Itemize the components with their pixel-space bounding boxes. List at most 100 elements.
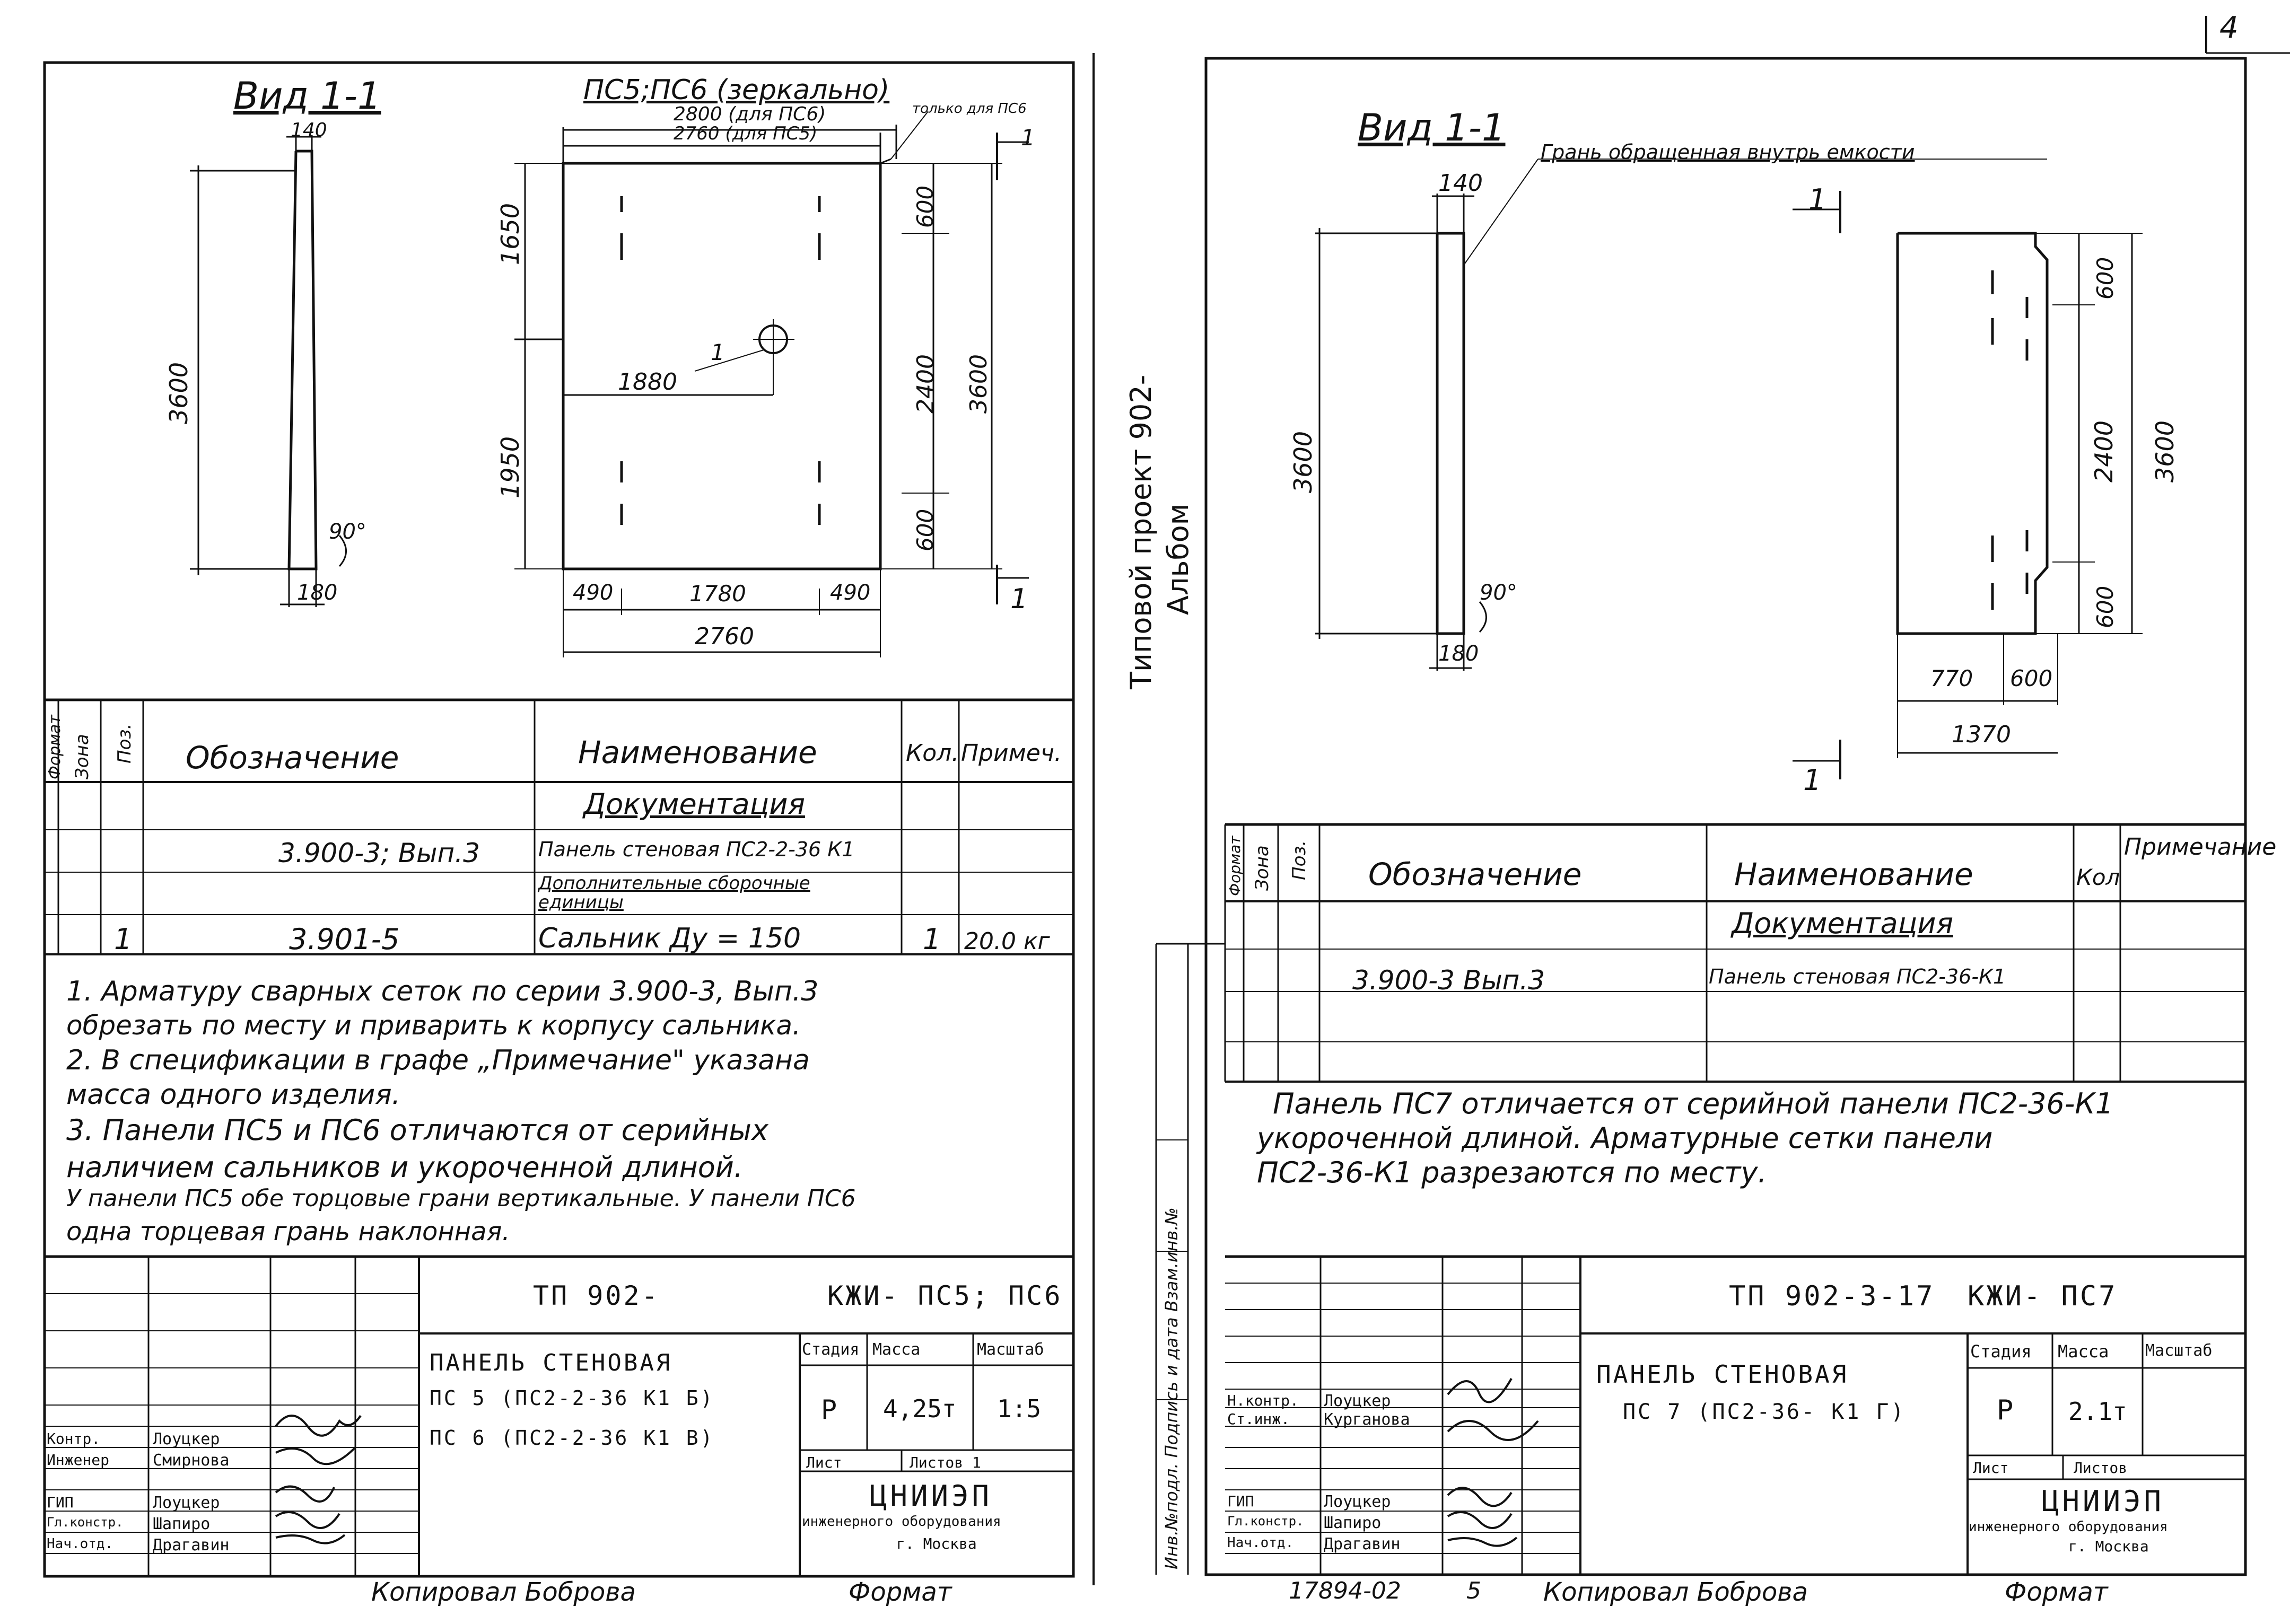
left-only-for-ps6: только для ПС6 (912, 101, 1027, 117)
left-spec-header-zone: Зона (72, 734, 93, 779)
right-dim-770: 770 (1930, 665, 1973, 691)
left-note-line-1: 1. Арматуру сварных сеток по серии 3.900… (66, 976, 819, 1007)
right-dim-600-top: 600 (2092, 257, 2118, 300)
left-dim-2760-top: 2760 (для ПС5) (674, 123, 818, 144)
right-tb-role-4: Гл.констр. (1227, 1514, 1304, 1529)
right-tb-role-2: Ст.инж. (1227, 1410, 1290, 1428)
left-panels-title: ПС5;ПС6 (зеркально) (583, 74, 890, 106)
right-tb-project-code: ТП 902-3-17 (1729, 1280, 1935, 1312)
left-dim-140: 140 (291, 119, 327, 141)
right-tb-mass: 2.1т (2068, 1397, 2127, 1426)
left-spec-row2-pos: 1 (114, 923, 133, 956)
left-tb-name-role-2: Смирнова (153, 1451, 230, 1470)
left-gland-callout: 1 (711, 339, 725, 365)
left-note-line-4: масса одного изделия. (66, 1079, 401, 1111)
left-tb-scale: 1:5 (997, 1394, 1042, 1423)
left-dim-2800: 2800 (для ПС6) (674, 103, 826, 125)
right-spec-header-designation: Обозначение (1368, 856, 1582, 892)
right-tb-role-1: Н.контр. (1227, 1392, 1299, 1409)
left-footer-copied: Копировал Боброва (371, 1577, 636, 1607)
left-dim-1880: 1880 (618, 368, 677, 396)
right-tb-name-1: ПАНЕЛЬ СТЕНОВАЯ (1596, 1360, 1849, 1389)
left-tb-mass: 4,25т (883, 1394, 957, 1423)
left-section-mark-top: 1 (1021, 125, 1035, 151)
right-spec-header-pos: Поз. (1289, 840, 1310, 880)
right-dim-180: 180 (1438, 642, 1479, 666)
right-footer-copied: Копировал Боброва (1543, 1577, 1808, 1607)
right-note-line-3: ПС2-36-К1 разрезаются по месту. (1257, 1156, 1767, 1189)
right-tb-doc-code: КЖИ- ПС7 (1968, 1280, 2118, 1312)
right-view-title: Вид 1-1 (1358, 106, 1506, 150)
left-spec-section-extra: Дополнительные сборочные единицы (538, 873, 810, 913)
left-spec-header-qty: Кол. (906, 740, 959, 767)
left-tb-stage: Р (821, 1394, 840, 1425)
right-tb-mass-label: Масса (2058, 1341, 2109, 1362)
left-tb-role-3: ГИП (47, 1494, 74, 1511)
right-footer-number: 17894-02 (1289, 1577, 1401, 1604)
left-tb-sheets-label: Листов 1 (910, 1454, 981, 1471)
right-note-line-2: укороченной длиной. Арматурные сетки пан… (1257, 1121, 1993, 1155)
left-spec-row1-designation: 3.900-3; Вып.3 (278, 838, 480, 868)
left-tb-name-role-4: Шапиро (153, 1515, 211, 1533)
left-note-line-6: наличием сальников и укороченной длиной. (66, 1151, 744, 1184)
left-tb-scale-label: Масштаб (977, 1340, 1044, 1359)
right-dim-1370: 1370 (1952, 721, 2011, 748)
page-number: 4 (2219, 11, 2239, 45)
left-spec-header-designation: Обозначение (186, 740, 399, 776)
right-spec-header-format: Формат (1226, 836, 1244, 896)
right-spec-header-note: Примечание (2124, 833, 2277, 861)
left-tb-name-role-1: Лоуцкер (153, 1430, 220, 1449)
left-tb-project-code: ТП 902- (533, 1280, 660, 1311)
right-edge-note: Грань обращенная внутрь емкости (1541, 141, 1915, 164)
left-tb-org-1: ЦНИИЭП (870, 1479, 993, 1513)
left-spec-row2-qty: 1 (923, 923, 941, 956)
left-note-line-2: обрезать по месту и приварить к корпусу … (66, 1010, 801, 1041)
left-dim-600-top: 600 (912, 185, 938, 228)
left-tb-org-2: инженерного оборудования (802, 1514, 1001, 1530)
right-dim-600-bot: 600 (2092, 585, 2118, 628)
left-tb-role-2: Инженер (47, 1451, 110, 1469)
left-section-mark-bottom: 1 (1010, 583, 1028, 615)
left-spec-header-note: Примеч. (961, 740, 1062, 767)
right-tb-name-role-1: Лоуцкер (1324, 1392, 1391, 1410)
left-spec-section-docs: Документация (583, 787, 805, 821)
right-tb-role-5: Нач.отд. (1227, 1535, 1294, 1551)
left-dim-490-l: 490 (573, 581, 614, 605)
binding-stamp-labels: Инв.№подл. Подпись и дата Взам.инв.№ (1161, 1207, 1182, 1569)
right-dim-600: 600 (2010, 665, 2053, 691)
right-tb-stage-label: Стадия (1970, 1341, 2032, 1362)
left-tb-name-3: ПС 6 (ПС2-2-36 К1 В) (430, 1426, 715, 1450)
right-spec-header-name: Наименование (1734, 856, 1973, 892)
left-dim-1950: 1950 (496, 436, 525, 498)
right-dim-angle: 90° (1480, 581, 1517, 605)
left-dim-2400: 2400 (912, 354, 939, 414)
left-dim-angle: 90° (329, 520, 366, 544)
right-tb-name-role-2: Курганова (1324, 1410, 1410, 1429)
right-tb-role-3: ГИП (1227, 1493, 1254, 1510)
left-spec-header-pos: Поз. (114, 723, 135, 763)
left-dim-3600-side: 3600 (164, 362, 193, 424)
left-note-line-7: У панели ПС5 обе торцовые грани вертикал… (66, 1185, 856, 1212)
right-tb-scale-label: Масштаб (2145, 1341, 2213, 1360)
left-tb-name-role-5: Драгавин (153, 1536, 230, 1555)
left-tb-name-2: ПС 5 (ПС2-2-36 К1 Б) (430, 1386, 715, 1410)
left-tb-stage-label: Стадия (802, 1340, 860, 1359)
right-spec-header-zone: Зона (1252, 845, 1273, 891)
left-dim-1780: 1780 (689, 581, 746, 607)
left-spec-row2-name: Сальник Ду = 150 (538, 923, 801, 954)
left-tb-mass-label: Масса (872, 1340, 921, 1359)
right-tb-org-1: ЦНИИЭП (2042, 1485, 2165, 1518)
right-tb-sheets-label: Листов (2074, 1459, 2128, 1477)
left-spec-row2-designation: 3.901-5 (289, 923, 400, 956)
right-tb-name-role-3: Лоуцкер (1324, 1493, 1391, 1511)
right-section-mark-top: 1 (1808, 183, 1827, 216)
binding-project: Типовой проект 902- (1124, 374, 1158, 689)
right-tb-stage: Р (1997, 1394, 2016, 1426)
right-dim-3600-side: 3600 (1289, 431, 1317, 493)
right-tb-name-role-4: Шапиро (1324, 1514, 1382, 1532)
left-view-title: Вид 1-1 (233, 74, 381, 118)
right-note-line-1: Панель ПС7 отличается от серийной панели… (1273, 1087, 2114, 1120)
left-note-line-5: 3. Панели ПС5 и ПС6 отличаются от серийн… (66, 1113, 768, 1147)
left-spec-row2-note: 20.0 кг (964, 928, 1050, 955)
